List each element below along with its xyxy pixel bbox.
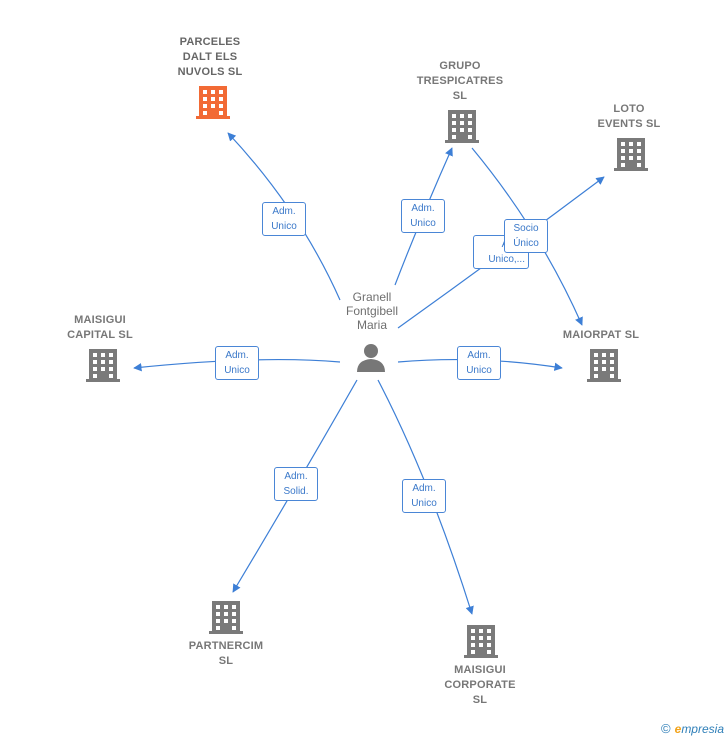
building-icon — [445, 110, 479, 143]
building-icon — [614, 138, 648, 171]
brand-name: mpresia — [681, 722, 724, 736]
person-label[interactable]: Granell Fontgibell Maria — [345, 290, 399, 332]
building-icon — [464, 625, 498, 658]
building-icon — [86, 349, 120, 382]
company-label-maisigui-corporate[interactable]: MAISIGUI CORPORATE SL — [444, 664, 516, 706]
building-icon — [196, 86, 230, 119]
company-label-partnercim[interactable]: PARTNERCIM SL — [188, 640, 264, 667]
company-label-parceles[interactable]: PARCELES DALT ELS NUVOLS SL — [177, 36, 243, 78]
footer-brand[interactable]: ©empresia — [661, 721, 724, 736]
person-icon — [357, 344, 385, 372]
relation-label-grupo-maiorpat: Socio Único — [504, 219, 548, 253]
relation-label-maisigui-corporate: Adm. Unico — [402, 479, 446, 513]
brand-initial: e — [674, 722, 682, 736]
company-label-maiorpat[interactable]: MAIORPAT SL — [562, 329, 640, 341]
building-icon — [587, 349, 621, 382]
company-label-grupo[interactable]: GRUPO TRESPICATRES SL — [416, 60, 504, 102]
building-icon — [209, 601, 243, 634]
copyright-icon: © — [661, 721, 671, 736]
relation-label-parceles: Adm. Unico — [262, 202, 306, 236]
relation-label-maisigui-capital: Adm. Unico — [215, 346, 259, 380]
company-label-loto[interactable]: LOTO EVENTS SL — [597, 103, 661, 130]
company-label-maisigui-capital[interactable]: MAISIGUI CAPITAL SL — [67, 314, 133, 341]
relation-label-grupo: Adm. Unico — [401, 199, 445, 233]
relation-label-maiorpat: Adm. Unico — [457, 346, 501, 380]
relation-label-partnercim: Adm. Solid. — [274, 467, 318, 501]
